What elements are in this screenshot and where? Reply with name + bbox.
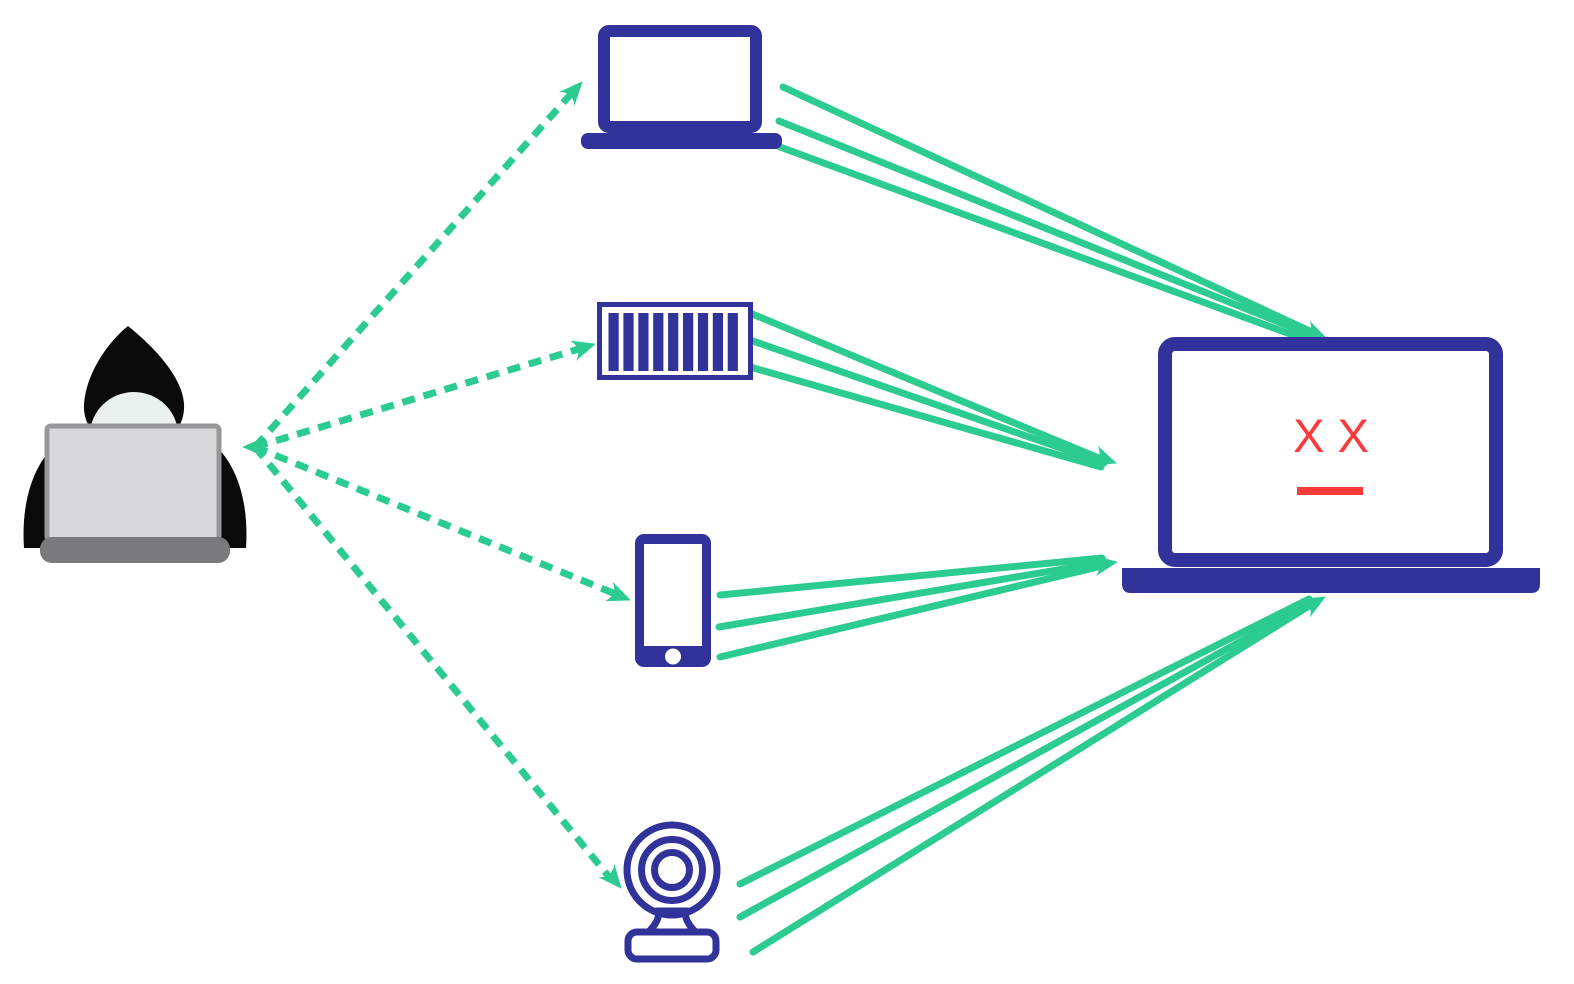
server-slot-bar <box>727 313 738 371</box>
command-arrow-to-webcam <box>252 444 613 881</box>
victim-laptop-screen <box>1158 337 1503 567</box>
bot-laptop-base <box>581 133 782 149</box>
attack-line <box>775 117 1320 341</box>
attack-line <box>746 336 1108 467</box>
server-slot-bar <box>712 313 723 371</box>
attack-line <box>716 562 1106 661</box>
attack-line <box>736 598 1316 921</box>
bot-laptop-screen <box>598 25 762 133</box>
attack-line <box>716 554 1106 599</box>
attack-line <box>779 83 1316 336</box>
attack-line <box>776 143 1316 346</box>
webcam-outer-ring <box>623 821 721 919</box>
crashed-laptop-icon: X X <box>1122 337 1540 593</box>
hooded-hacker-at-laptop-icon <box>23 326 247 563</box>
webcam-lens <box>651 849 693 891</box>
attack-line <box>715 558 1109 631</box>
hacker-laptop-lid <box>44 423 222 543</box>
attack-lines-from-server <box>746 309 1121 474</box>
command-arrows <box>242 74 635 896</box>
webcam-middle-ring <box>638 836 706 904</box>
attack-traffic-lines <box>715 83 1332 956</box>
attack-line <box>746 363 1105 471</box>
attack-lines-from-laptop <box>775 83 1332 350</box>
command-arrow-to-laptop <box>252 92 573 450</box>
command-arrow-to-server <box>253 344 584 451</box>
webcam-base <box>624 928 720 963</box>
server-slot-bar <box>697 313 709 371</box>
phone-home-button <box>665 648 681 665</box>
smartphone-icon <box>635 534 711 667</box>
attack-line <box>749 602 1313 956</box>
server-slot-bar <box>668 313 679 371</box>
server-slot-bars <box>608 313 738 371</box>
phone-screen <box>644 544 702 646</box>
server-slot-bar <box>653 313 664 371</box>
victim-laptop-base <box>1122 568 1540 593</box>
server-slot-bar <box>683 313 694 371</box>
attack-lines-from-phone <box>715 551 1120 661</box>
server-rack-icon <box>597 302 753 380</box>
webcam-icon <box>623 821 721 963</box>
attack-lines-from-webcam <box>736 587 1331 956</box>
victim-dead-mouth <box>1297 487 1363 495</box>
server-slot-bar <box>638 313 649 371</box>
command-arrow-to-phone <box>253 443 620 599</box>
victim-dead-eyes: X X <box>1293 409 1369 462</box>
attack-line <box>736 595 1313 888</box>
arrowhead-icon <box>604 581 635 611</box>
server-slot-bar <box>608 313 619 371</box>
laptop-icon <box>581 25 782 149</box>
server-slot-bar <box>623 313 634 371</box>
attack-line <box>746 309 1105 463</box>
hacker-laptop-base <box>40 537 230 563</box>
